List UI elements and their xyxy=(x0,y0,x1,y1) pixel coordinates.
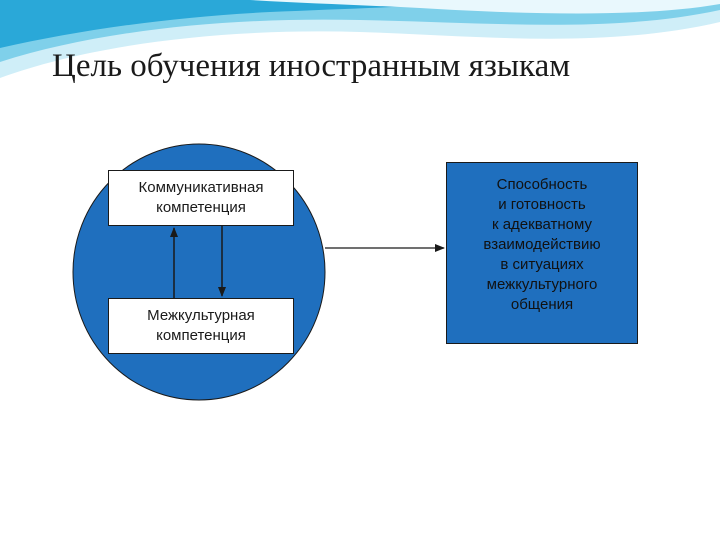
result-box: Способность и готовность к адекватному в… xyxy=(446,162,638,344)
communicative-competence-box: Коммуникативная компетенция xyxy=(108,170,294,226)
header-wave-decoration xyxy=(0,0,720,78)
intercultural-competence-box: Межкультурная компетенция xyxy=(108,298,294,354)
intercultural-competence-label: Межкультурная компетенция xyxy=(147,307,255,344)
slide-title: Цель обучения иностранным языкам xyxy=(52,48,571,84)
communicative-competence-label: Коммуникативная компетенция xyxy=(138,179,264,216)
result-label: Способность и готовность к адекватному в… xyxy=(483,176,601,313)
